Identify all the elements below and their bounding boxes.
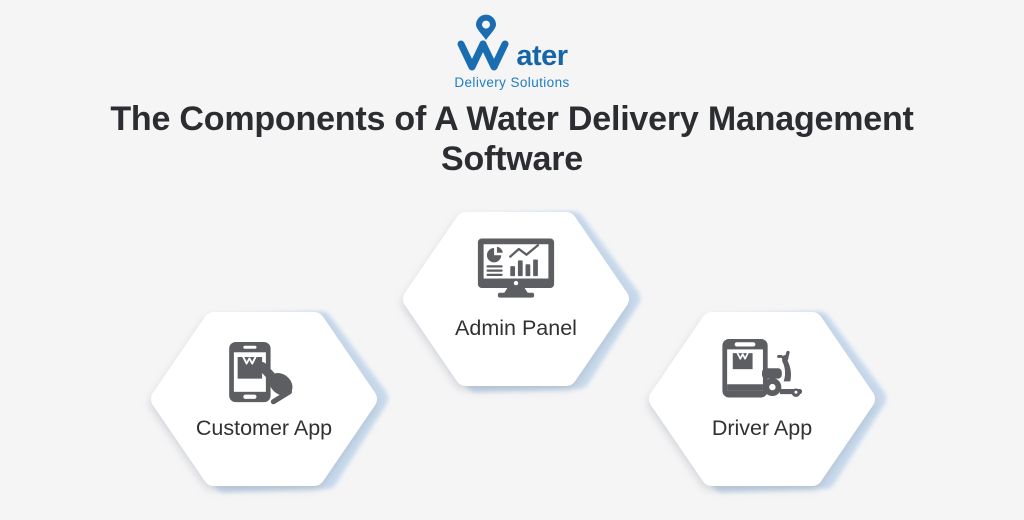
component-card-admin-panel: Admin Panel: [402, 211, 641, 393]
brand-logo: ater Delivery Solutions: [0, 14, 1024, 90]
component-card-customer-app: Customer App: [150, 311, 389, 493]
hexagon-shape: [403, 211, 641, 393]
page-title-line1: The Components of A Water Delivery Manag…: [110, 100, 914, 138]
component-label-driver-app: Driver App: [711, 416, 813, 440]
component-label-customer-app: Customer App: [195, 416, 333, 440]
phone-scooter-delivery-icon: [722, 339, 803, 398]
desktop-analytics-icon: [477, 238, 555, 298]
component-card-driver-app: Driver App: [648, 311, 887, 493]
page-title: The Components of A Water Delivery Manag…: [0, 99, 1024, 179]
logo-tagline: Delivery Solutions: [454, 75, 570, 90]
water-pin-w-logo-icon: [457, 14, 509, 71]
page-title-line2: Software: [441, 140, 583, 178]
phone-order-tap-icon: [229, 341, 293, 405]
component-label-admin-panel: Admin Panel: [455, 316, 577, 340]
logo-row: ater: [456, 14, 568, 72]
logo-wordmark-suffix: ater: [516, 40, 568, 72]
hexagon-shape: [649, 311, 887, 493]
